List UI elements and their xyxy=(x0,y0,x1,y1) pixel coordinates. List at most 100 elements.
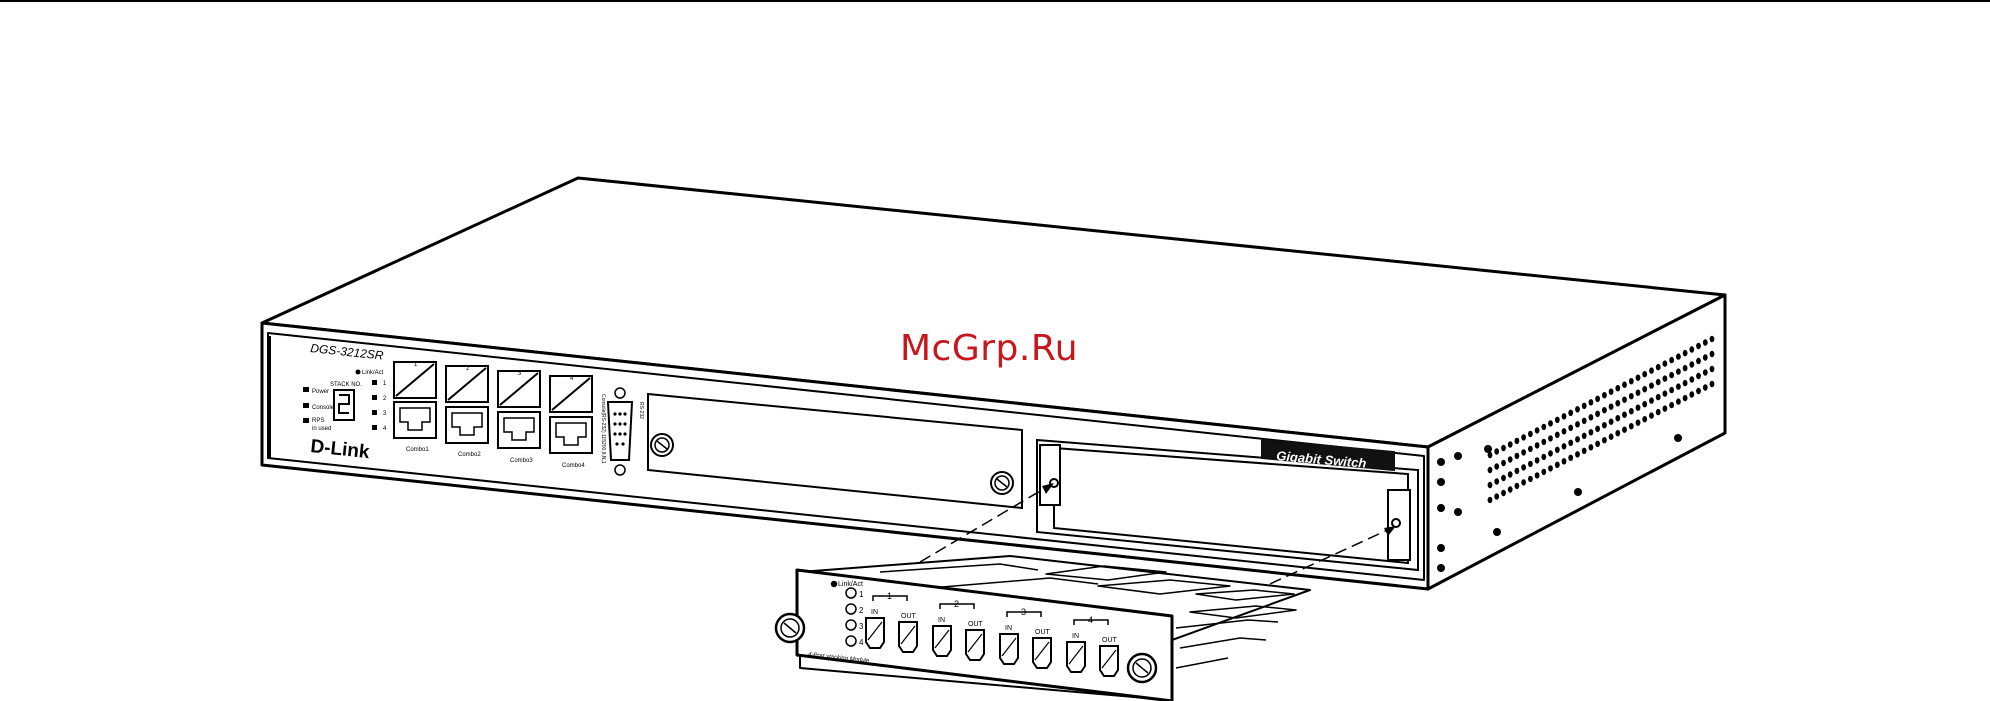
vent-hole xyxy=(1521,479,1526,485)
vent-hole xyxy=(1663,405,1668,411)
vent-hole xyxy=(1508,471,1513,477)
screw xyxy=(1674,434,1682,442)
vent-hole xyxy=(1528,461,1533,467)
screw xyxy=(1437,564,1445,572)
vent-hole xyxy=(1582,433,1587,439)
module-led-num: 4 xyxy=(859,638,864,647)
vent-hole xyxy=(1663,360,1668,366)
vent-hole xyxy=(1508,456,1513,462)
vent-hole xyxy=(1676,368,1681,374)
vent-hole xyxy=(1683,395,1688,401)
rj45-port[interactable] xyxy=(498,412,540,448)
stack-port-in[interactable] xyxy=(866,618,884,648)
vent-hole xyxy=(1575,421,1580,427)
link-act-dot xyxy=(356,370,361,375)
vent-hole xyxy=(1615,400,1620,406)
vent-hole xyxy=(1689,346,1694,352)
vent-hole xyxy=(1528,446,1533,452)
rj45-port[interactable] xyxy=(446,407,488,443)
vent-hole xyxy=(1589,444,1594,450)
stack-port-in[interactable] xyxy=(933,626,951,656)
vent-hole xyxy=(1575,436,1580,442)
vent-hole xyxy=(1636,420,1641,426)
out-label: OUT xyxy=(1102,637,1118,644)
vent-hole xyxy=(1488,482,1493,488)
vent-hole xyxy=(1548,420,1553,426)
vent-hole xyxy=(1568,440,1573,446)
group-num: 1 xyxy=(887,591,892,601)
combo-label: Combo3 xyxy=(510,458,533,464)
stack-port-in[interactable] xyxy=(1067,642,1085,672)
vent-hole xyxy=(1541,439,1546,445)
vent-hole xyxy=(1683,365,1688,371)
vent-hole xyxy=(1656,379,1661,385)
thumbscrew-icon[interactable] xyxy=(1128,654,1156,682)
vent-hole xyxy=(1521,464,1526,470)
vent-hole xyxy=(1629,378,1634,384)
screw xyxy=(1574,488,1582,496)
vent-hole xyxy=(1649,397,1654,403)
vent-hole xyxy=(1649,382,1654,388)
vent-hole xyxy=(1589,429,1594,435)
vent-hole xyxy=(1615,385,1620,391)
stack-port-in[interactable] xyxy=(1000,634,1018,664)
screw xyxy=(1484,445,1492,453)
thumbscrew-icon[interactable] xyxy=(991,472,1013,494)
thumbscrew-icon[interactable] xyxy=(651,434,673,456)
rps-led xyxy=(303,418,309,423)
rj45-port[interactable] xyxy=(550,417,592,453)
vent-hole xyxy=(1642,386,1647,392)
module-led xyxy=(846,604,856,614)
vent-hole xyxy=(1696,373,1701,379)
vent-hole xyxy=(1642,416,1647,422)
group-num: 4 xyxy=(1088,615,1093,625)
thumbscrew-icon[interactable] xyxy=(776,614,804,642)
vent-hole xyxy=(1562,458,1567,464)
vent-hole xyxy=(1663,375,1668,381)
in-label: IN xyxy=(1005,625,1012,632)
screw xyxy=(1437,544,1445,552)
rj45-port[interactable] xyxy=(394,402,436,438)
vent-hole xyxy=(1669,387,1674,393)
out-label: OUT xyxy=(968,621,984,628)
vent-hole xyxy=(1568,425,1573,431)
rps-sub-label: in used xyxy=(312,426,331,432)
vent-hole xyxy=(1642,371,1647,377)
stack-port-out[interactable] xyxy=(899,622,917,652)
vent-hole xyxy=(1615,415,1620,421)
vent-hole xyxy=(1535,427,1540,433)
vent-hole xyxy=(1642,401,1647,407)
vent-hole xyxy=(1636,390,1641,396)
vent-hole xyxy=(1649,412,1654,418)
vent-hole xyxy=(1595,396,1600,402)
stack-port-out[interactable] xyxy=(1033,638,1051,668)
vent-hole xyxy=(1589,414,1594,420)
vent-hole xyxy=(1501,475,1506,481)
link-act-label: Link/Act xyxy=(362,370,384,376)
vent-hole xyxy=(1575,451,1580,457)
stack-port-out[interactable] xyxy=(1100,646,1118,676)
screw xyxy=(1454,508,1462,516)
vent-hole xyxy=(1622,397,1627,403)
screw xyxy=(1437,478,1445,486)
stack-port-out[interactable] xyxy=(966,630,984,660)
vent-hole xyxy=(1555,462,1560,468)
vent-hole xyxy=(1683,380,1688,386)
screw xyxy=(1454,452,1462,460)
group-num: 2 xyxy=(954,599,959,609)
vent-hole xyxy=(1609,404,1614,410)
vent-hole xyxy=(1669,372,1674,378)
vent-hole xyxy=(1622,412,1627,418)
vent-hole xyxy=(1703,354,1708,360)
vent-hole xyxy=(1555,417,1560,423)
vent-hole xyxy=(1548,450,1553,456)
vent-hole xyxy=(1602,407,1607,413)
vent-hole xyxy=(1562,413,1567,419)
vent-hole xyxy=(1602,392,1607,398)
vent-hole xyxy=(1535,457,1540,463)
vent-hole xyxy=(1602,422,1607,428)
vent-hole xyxy=(1609,419,1614,425)
vent-hole xyxy=(1609,389,1614,395)
slot-guide-hole xyxy=(1392,519,1400,527)
vent-hole xyxy=(1521,434,1526,440)
